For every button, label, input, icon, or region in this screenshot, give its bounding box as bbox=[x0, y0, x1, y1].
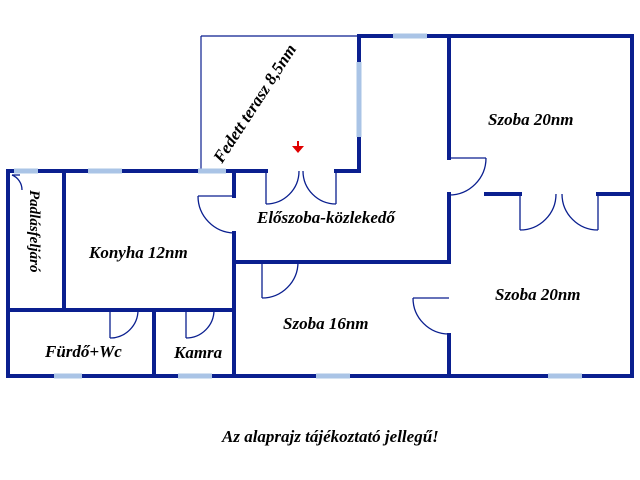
room-label-bathroom: Fürdő+Wc bbox=[44, 342, 122, 361]
room-label-pantry: Kamra bbox=[173, 343, 223, 362]
room-label-bedroom-bottom-right: Szoba 20nm bbox=[495, 285, 581, 304]
room-label-attic-stair: Padlásfeljáró bbox=[26, 190, 42, 273]
room-label-hallway: Előszoba-közlekedő bbox=[256, 208, 396, 227]
room-label-bedroom-middle: Szoba 16nm bbox=[283, 314, 369, 333]
terrace-outline bbox=[200, 35, 359, 171]
room-label-kitchen: Konyha 12nm bbox=[88, 243, 188, 262]
disclaimer-note: Az alaprajz tájékoztató jellegű! bbox=[221, 427, 439, 446]
windows bbox=[14, 33, 582, 379]
down-arrow-icon bbox=[292, 141, 304, 153]
doors bbox=[11, 157, 599, 339]
room-label-terrace: Fedett terasz 8,5nm bbox=[209, 41, 300, 167]
room-label-bedroom-top-right: Szoba 20nm bbox=[488, 110, 574, 129]
